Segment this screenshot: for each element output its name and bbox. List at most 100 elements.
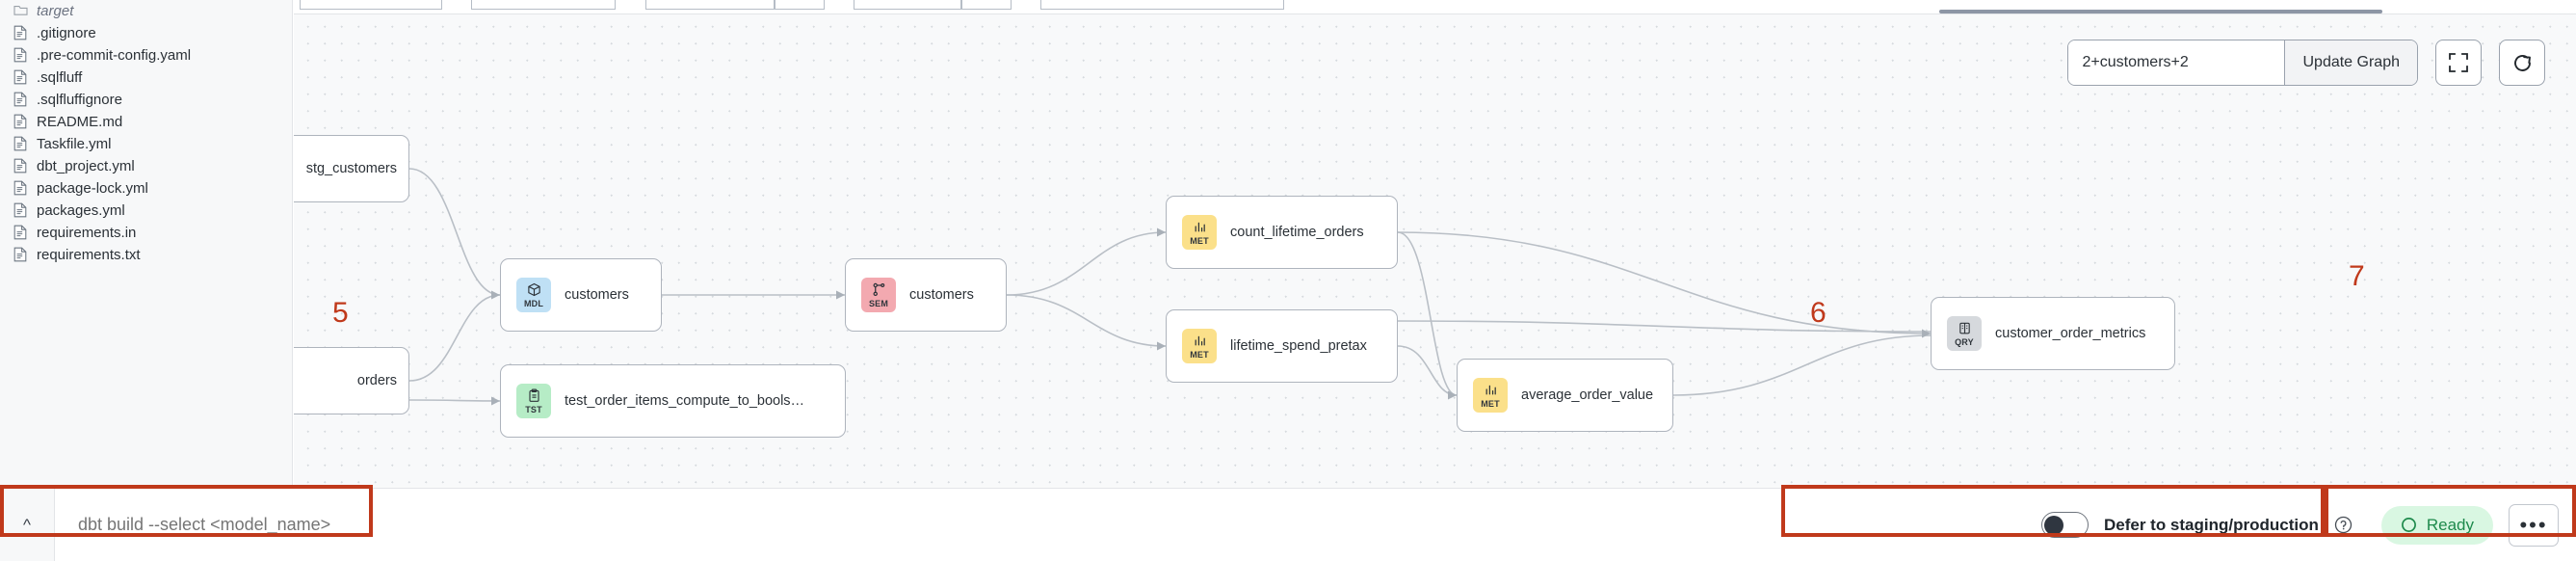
node-type-badge-tst-icon: TST [516, 384, 551, 418]
graph-selector-input[interactable] [2068, 40, 2285, 85]
folder-icon [13, 3, 28, 19]
editor-tab-strip [294, 0, 2576, 14]
file-icon [13, 92, 28, 108]
node-type-badge-sem-icon: SEM [861, 278, 896, 312]
graph-node[interactable]: MET count_lifetime_orders [1166, 196, 1398, 269]
file-label: requirements.in [37, 225, 137, 241]
graph-node[interactable]: stg_customers [294, 135, 409, 202]
circle-icon [2401, 518, 2416, 532]
node-label: average_order_value [1521, 387, 1654, 403]
graph-search-group: Update Graph [2067, 40, 2418, 86]
badge-glyph-icon [1193, 334, 1207, 350]
file-row[interactable]: README.md [0, 111, 292, 133]
tab-stub[interactable] [854, 0, 961, 10]
graph-toolbar: Update Graph [2067, 40, 2545, 86]
file-row[interactable]: .sqlfluff [0, 67, 292, 89]
node-label: count_lifetime_orders [1230, 225, 1364, 240]
file-row[interactable]: packages.yml [0, 200, 292, 222]
file-label: package-lock.yml [37, 180, 148, 197]
tab-stub[interactable] [961, 0, 1012, 10]
badge-glyph-icon [527, 282, 541, 299]
node-type-badge-met-icon: MET [1182, 215, 1217, 250]
status-badge[interactable]: Ready [2380, 505, 2493, 545]
file-label: .pre-commit-config.yaml [37, 47, 192, 64]
file-label: dbt_project.yml [37, 158, 135, 174]
file-row[interactable]: target [0, 0, 292, 22]
defer-toggle[interactable] [2040, 512, 2089, 538]
file-row[interactable]: requirements.txt [0, 244, 292, 266]
node-label: lifetime_spend_pretax [1230, 338, 1367, 354]
status-label: Ready [2426, 515, 2474, 534]
file-icon [13, 158, 28, 174]
file-row[interactable]: package-lock.yml [0, 177, 292, 200]
file-label: .sqlfluffignore [37, 92, 122, 108]
annotation-number-7: 7 [2349, 260, 2365, 292]
tab-stub[interactable] [300, 0, 442, 10]
file-icon [13, 69, 28, 86]
node-label: test_order_items_compute_to_bools… [565, 393, 805, 409]
badge-glyph-icon [1958, 321, 1972, 337]
defer-control-group: Defer to staging/production [2040, 512, 2360, 538]
tab-stub[interactable] [645, 0, 775, 10]
file-label: requirements.txt [37, 247, 141, 263]
graph-node[interactable]: MET lifetime_spend_pretax [1166, 309, 1398, 383]
file-row[interactable]: Taskfile.yml [0, 133, 292, 155]
badge-glyph-icon [1193, 220, 1207, 236]
graph-node[interactable]: MDL customers [500, 258, 662, 332]
file-row[interactable]: .sqlfluffignore [0, 89, 292, 111]
graph-node[interactable]: QRY customer_order_metrics [1931, 297, 2175, 370]
badge-label: QRY [1955, 336, 1974, 347]
badge-label: MET [1190, 235, 1209, 246]
command-input[interactable] [55, 488, 729, 561]
file-row[interactable]: dbt_project.yml [0, 155, 292, 177]
badge-label: SEM [868, 298, 889, 308]
node-label: customers [909, 287, 974, 303]
more-icon: ••• [2519, 512, 2548, 537]
badge-label: MET [1190, 349, 1209, 360]
badge-label: TST [525, 404, 542, 414]
badge-label: MDL [523, 298, 544, 308]
file-label: target [37, 3, 74, 19]
command-bar: ^ Defer to staging/production Ready [0, 488, 2576, 561]
node-label: orders [356, 373, 397, 388]
toggle-knob [2044, 515, 2064, 535]
help-circle-icon[interactable] [2334, 516, 2353, 534]
file-icon [13, 114, 28, 130]
file-row[interactable]: requirements.in [0, 222, 292, 244]
file-icon [13, 202, 28, 219]
file-label: Taskfile.yml [37, 136, 112, 152]
tab-stub[interactable] [471, 0, 616, 10]
file-icon [13, 225, 28, 241]
chevron-up-icon[interactable]: ^ [0, 488, 55, 561]
defer-label: Defer to staging/production [2103, 515, 2319, 534]
file-row[interactable]: .pre-commit-config.yaml [0, 44, 292, 67]
file-label: packages.yml [37, 202, 125, 219]
file-icon [13, 47, 28, 64]
tab-stub[interactable] [1040, 0, 1284, 10]
refresh-icon[interactable] [2499, 40, 2545, 86]
tab-stub[interactable] [775, 0, 825, 10]
graph-node[interactable]: SEM customers [845, 258, 1007, 332]
node-label: customers [565, 287, 629, 303]
expand-icon[interactable] [2435, 40, 2482, 86]
annotation-number-6: 6 [1810, 297, 1827, 329]
more-options-button[interactable]: ••• [2509, 503, 2559, 547]
graph-node[interactable]: MET average_order_value [1457, 359, 1673, 432]
file-icon [13, 247, 28, 263]
graph-node[interactable]: orders [294, 347, 409, 414]
file-label: README.md [37, 114, 123, 130]
node-type-badge-met-icon: MET [1473, 378, 1508, 413]
node-label: customer_order_metrics [1995, 326, 2146, 341]
update-graph-button[interactable]: Update Graph [2284, 40, 2417, 85]
badge-label: MET [1481, 398, 1500, 409]
graph-node[interactable]: TST test_order_items_compute_to_bools… [500, 364, 846, 438]
file-label: .gitignore [37, 25, 96, 41]
file-tree: target .gitignore .pre-commit-config.yaml.… [0, 0, 292, 266]
badge-glyph-icon [527, 387, 541, 405]
file-row[interactable]: .gitignore [0, 22, 292, 44]
node-type-badge-mdl-icon: MDL [516, 278, 551, 312]
file-icon [13, 136, 28, 152]
